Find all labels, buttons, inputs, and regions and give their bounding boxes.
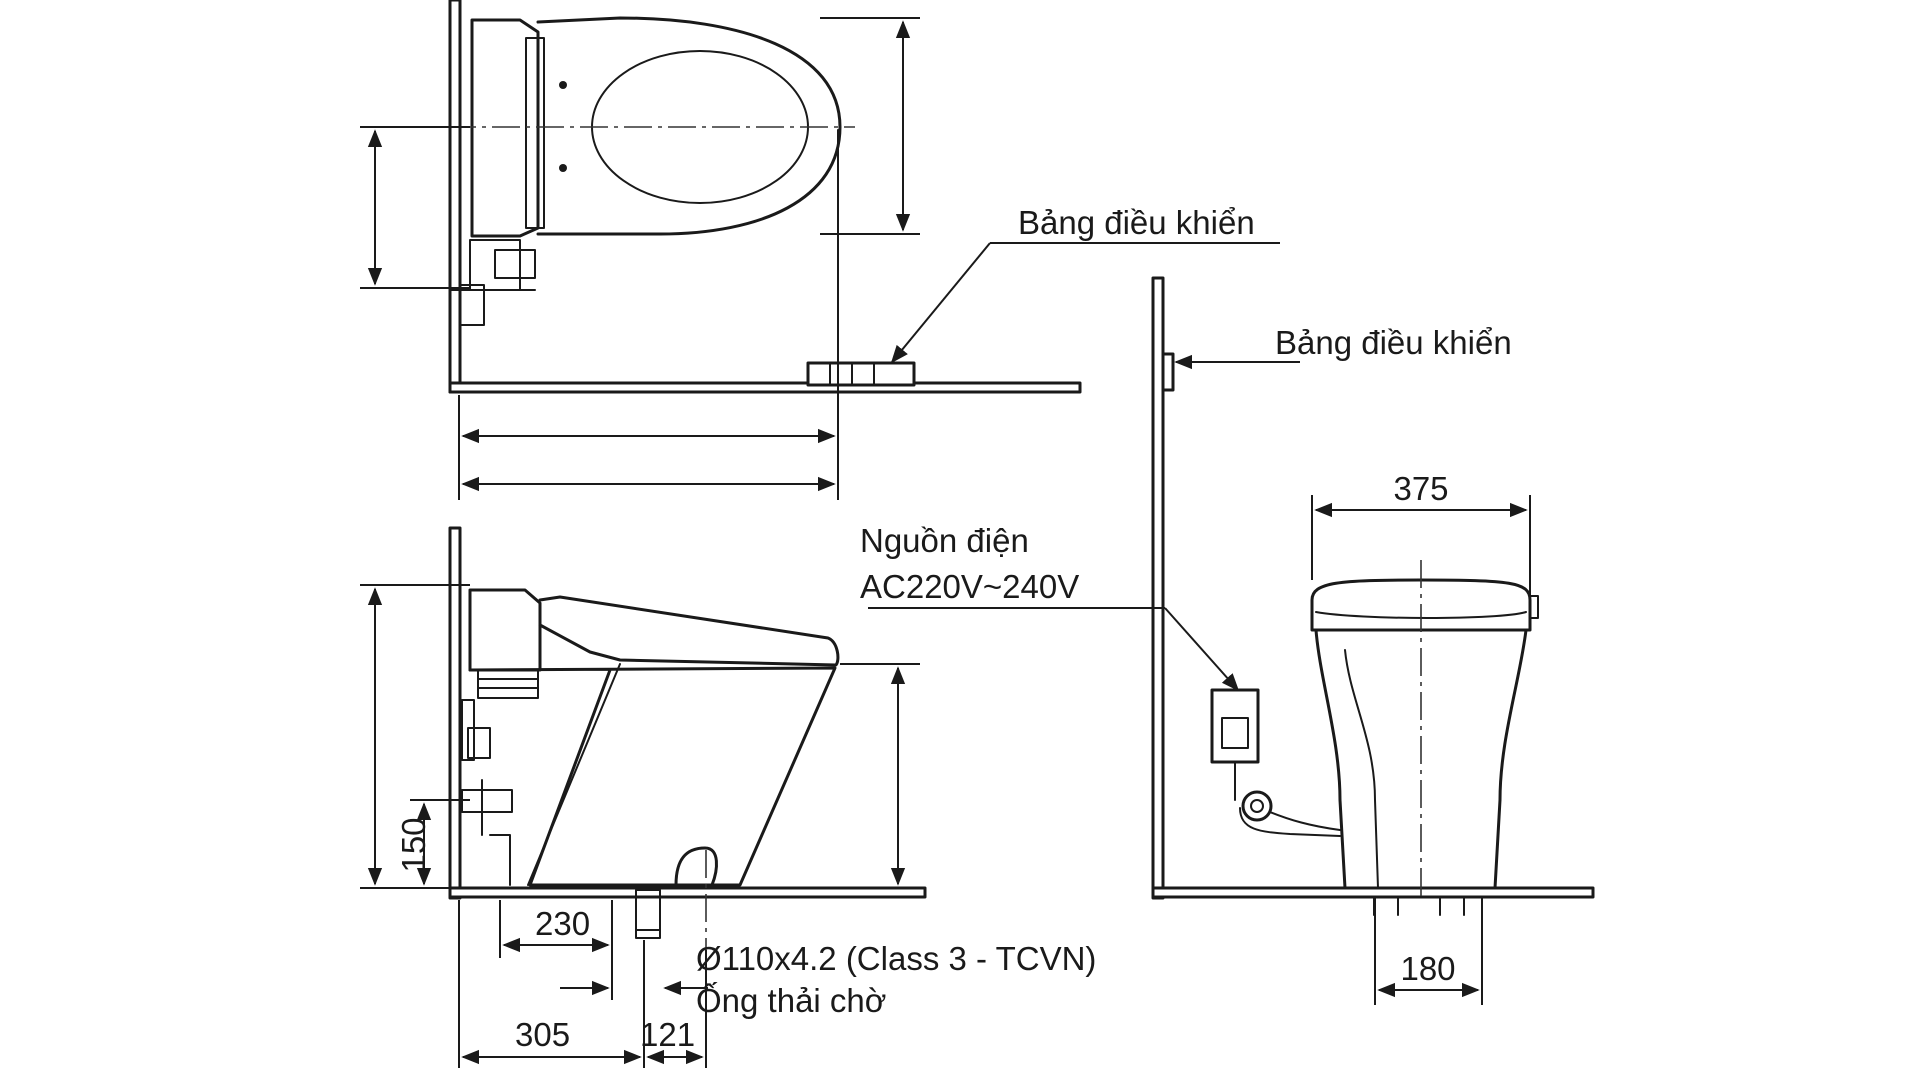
side-view: 150 230 305 121 Ø110x4.2 (Class 3 - TCVN… [360,526,1096,1068]
top-view-control-panel-leader [890,242,991,364]
side-view-vent [477,669,539,699]
side-view-wall [448,526,462,900]
side-view-tank [468,588,542,672]
drain-pipe-label: Ống thải chờ [696,981,886,1019]
dim-150: 150 [395,817,432,872]
top-view-wall [448,0,462,394]
top-view-floor [448,381,1082,394]
control-panel-label-side: Bảng điều khiển [1275,324,1512,361]
top-view-tank-panel [525,37,545,229]
front-view: Bảng điều khiển 375 Nguồn điện AC220V~24… [860,276,1595,1005]
top-view-tank [470,18,540,238]
dim-375: 375 [1393,470,1448,507]
front-view-control-panel [1161,352,1175,392]
power-label-line1: Nguồn điện [860,522,1029,559]
top-view-bowl-outline [536,16,842,236]
power-label-line2: AC220V~240V [860,568,1079,605]
front-view-power-plug [1241,790,1273,822]
front-view-power-box [1210,688,1260,764]
pipe-spec-label: Ø110x4.2 (Class 3 - TCVN) [696,940,1096,977]
dim-180: 180 [1400,950,1455,987]
side-view-lid [538,595,840,667]
dim-305: 305 [515,1016,570,1053]
front-view-power-leader [1164,607,1240,692]
dim-121: 121 [640,1016,695,1053]
side-view-floor [448,886,927,899]
side-view-body [468,666,837,887]
top-view-control-panel [806,361,916,387]
dim-230: 230 [535,905,590,942]
front-view-bowl [1314,628,1528,890]
top-view: Bảng điều khiển [360,0,1280,500]
side-view-drain-pipe [635,889,661,931]
side-view-drain-outlet [674,846,718,887]
control-panel-label-top: Bảng điều khiển [1018,204,1255,241]
